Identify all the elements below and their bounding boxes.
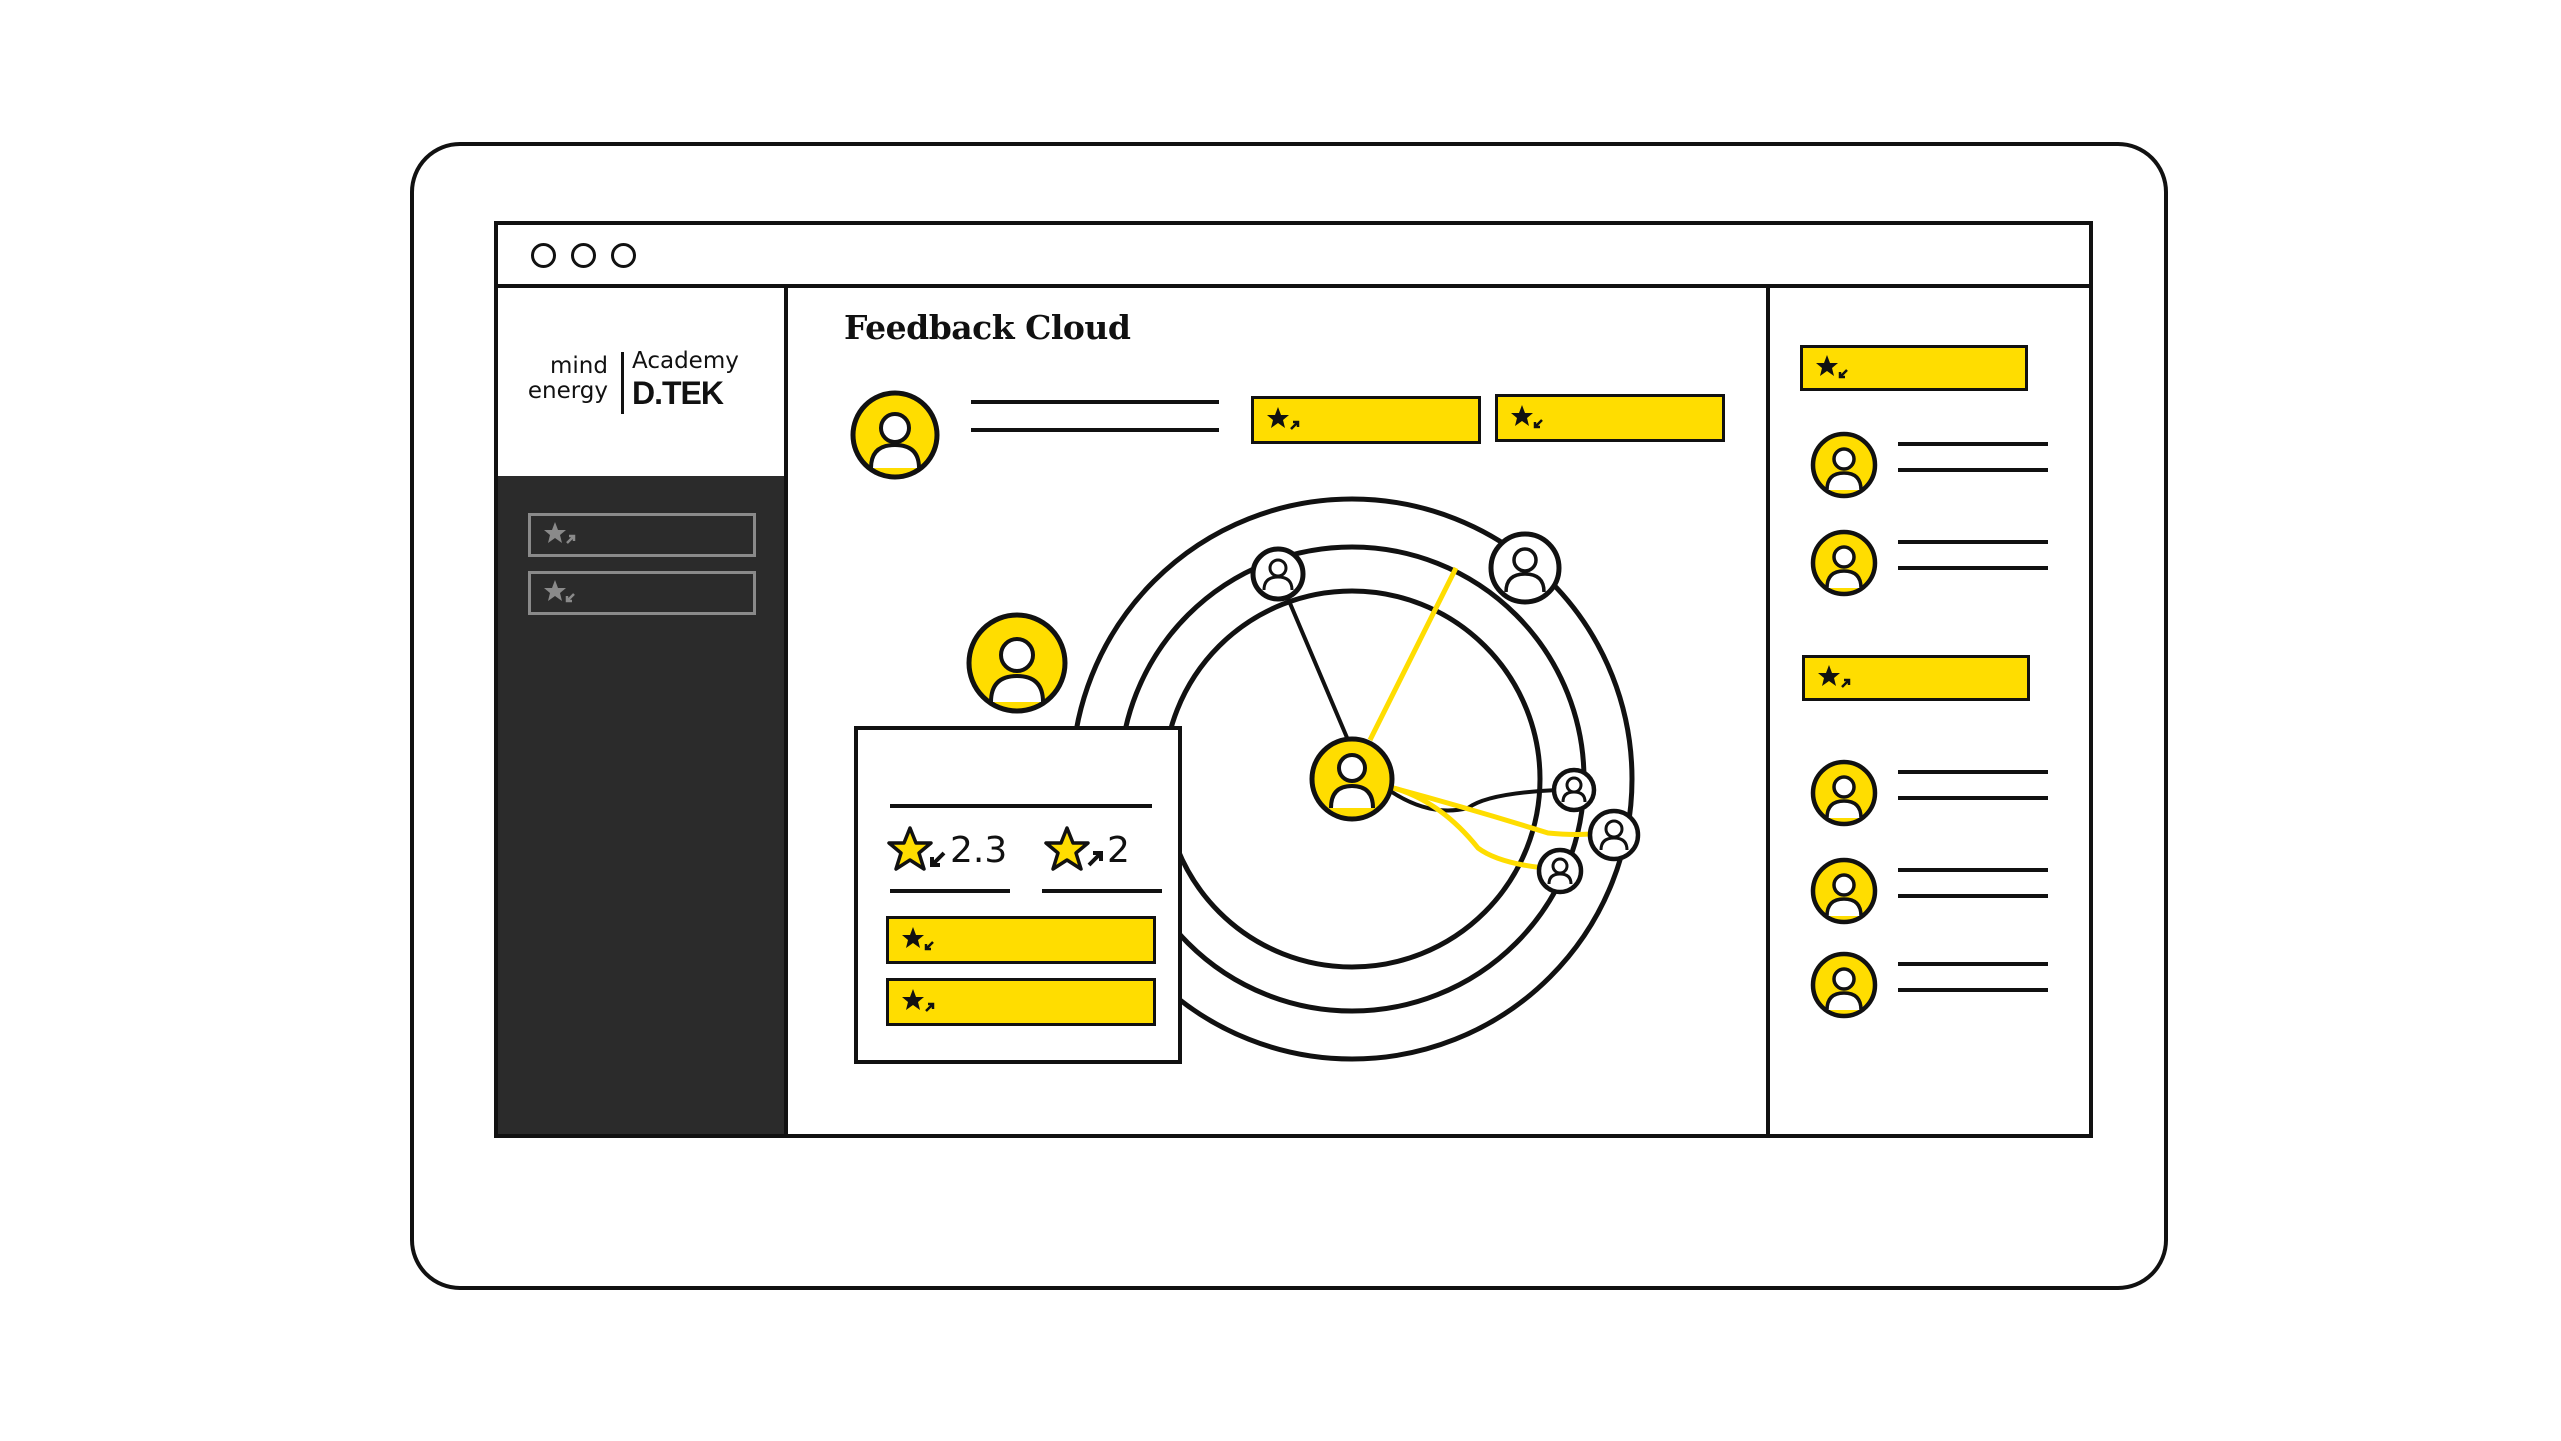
logo[interactable]: mind energy Academy D.TEK: [498, 288, 784, 476]
card-rating-button-out[interactable]: [886, 978, 1156, 1026]
rating-button-out[interactable]: [1251, 396, 1481, 444]
list-user-avatar-icon[interactable]: [1809, 950, 1879, 1020]
star-arrow-in-icon: [1511, 405, 1543, 429]
window-control-dot[interactable]: [571, 243, 596, 268]
star-arrow-out-icon: [902, 989, 935, 1012]
placeholder-line: [1898, 868, 2048, 872]
profile-avatar-icon[interactable]: [964, 610, 1070, 716]
device-frame: [410, 142, 2168, 1290]
logo-dtek-text: D.TEK: [632, 375, 724, 411]
graph-user-icon[interactable]: [1551, 767, 1597, 813]
graph-user-icon[interactable]: [1587, 808, 1641, 862]
star-arrow-out-icon: [1044, 826, 1103, 871]
star-arrow-in-icon: [887, 826, 946, 871]
graph-user-icon[interactable]: [1536, 847, 1584, 895]
list-user-avatar-icon[interactable]: [1809, 528, 1879, 598]
page-title: Feedback Cloud: [844, 308, 1131, 347]
rating-button-in[interactable]: [1495, 394, 1725, 442]
right-panel: [1770, 288, 2089, 1134]
placeholder-line: [1042, 889, 1162, 893]
sidebar: mind energy Academy D.TEK: [498, 288, 788, 1134]
star-arrow-icon: [544, 580, 575, 603]
placeholder-line: [1898, 468, 2048, 472]
placeholder-line: [890, 804, 1152, 808]
logo-mind-text: mind: [550, 353, 608, 379]
logo-energy-text: energy: [527, 378, 608, 404]
star-arrow-in-icon: [1816, 355, 1848, 379]
placeholder-line: [1898, 796, 2048, 800]
center-user-avatar-icon[interactable]: [1309, 736, 1395, 822]
user-avatar-icon[interactable]: [848, 388, 942, 482]
graph-user-icon[interactable]: [1488, 531, 1562, 605]
placeholder-line: [971, 428, 1219, 432]
card-rating-button-in[interactable]: [886, 916, 1156, 964]
placeholder-line: [1898, 962, 2048, 966]
feedback-cloud-graph: [1069, 496, 1641, 1062]
sidebar-item[interactable]: [528, 513, 756, 557]
window-titlebar: [498, 225, 2089, 288]
list-user-avatar-icon[interactable]: [1809, 758, 1879, 828]
star-arrow-out-icon: [1267, 407, 1300, 430]
placeholder-line: [1898, 988, 2048, 992]
placeholder-line: [1898, 442, 2048, 446]
rating-out: 2: [1043, 825, 1130, 875]
window-control-dot[interactable]: [531, 243, 556, 268]
sidebar-item[interactable]: [528, 571, 756, 615]
browser-window: mind energy Academy D.TEK Fee: [494, 221, 2093, 1138]
main-content: Feedback Cloud: [788, 288, 1766, 1134]
sidebar-nav: [498, 476, 784, 1134]
placeholder-line: [1898, 770, 2048, 774]
placeholder-line: [1898, 894, 2048, 898]
window-control-dot[interactable]: [611, 243, 636, 268]
profile-card: 2.3 2: [854, 726, 1182, 1064]
star-arrow-icon: [544, 522, 576, 544]
list-user-avatar-icon[interactable]: [1809, 430, 1879, 500]
graph-user-icon[interactable]: [1250, 546, 1306, 602]
placeholder-line: [890, 889, 1010, 893]
logo-academy-text: Academy: [632, 348, 739, 374]
list-user-avatar-icon[interactable]: [1809, 856, 1879, 926]
rating-out-value: 2: [1107, 829, 1130, 871]
placeholder-line: [1898, 540, 2048, 544]
right-panel-button-out[interactable]: [1802, 655, 2030, 701]
right-panel-button-in[interactable]: [1800, 345, 2028, 391]
placeholder-line: [971, 400, 1219, 404]
star-arrow-out-icon: [1818, 665, 1851, 688]
rating-in: 2.3: [886, 825, 1007, 875]
right-panel-divider: [1766, 288, 1770, 1134]
placeholder-line: [1898, 566, 2048, 570]
star-arrow-in-icon: [902, 927, 934, 951]
rating-in-value: 2.3: [950, 829, 1008, 871]
logo-divider: [621, 352, 624, 414]
